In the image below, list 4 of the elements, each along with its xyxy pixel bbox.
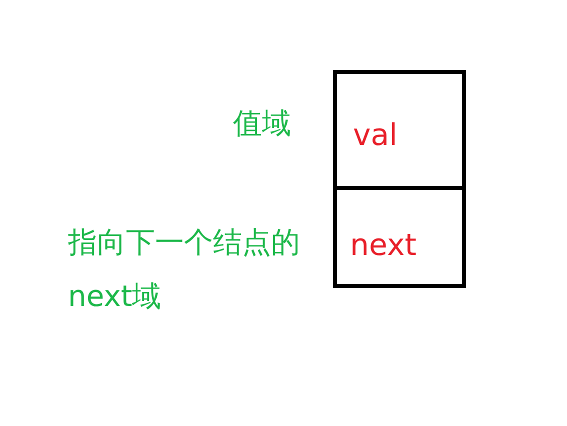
annotation-text: 指向下一个结点的next域 [68, 224, 301, 315]
field-name: val [353, 118, 398, 153]
field-name: next [350, 228, 416, 263]
annotation-text: 值域 [233, 105, 292, 142]
